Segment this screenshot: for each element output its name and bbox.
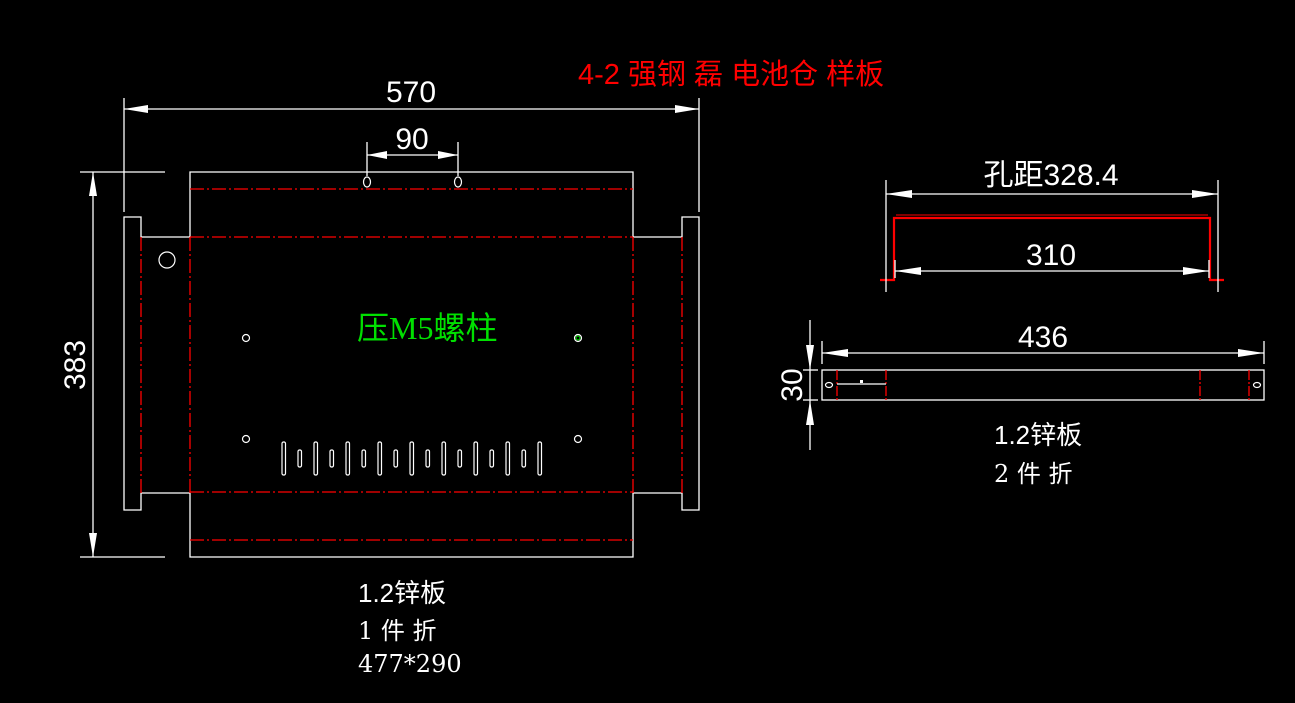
dim-383-label: 383 — [59, 340, 92, 390]
vent-slot-long — [345, 441, 351, 476]
vent-slot-short — [457, 449, 463, 468]
hole-mid-left — [241, 333, 251, 343]
vent-slot-long — [377, 441, 383, 476]
vent-slot-short — [329, 449, 335, 468]
dim-310-label: 310 — [1026, 239, 1076, 272]
vent-slot-short — [393, 449, 399, 468]
hole-large-left — [158, 251, 176, 269]
hole-mid-right — [573, 333, 583, 343]
hole-top-right — [453, 176, 463, 188]
side-quantity-label: 2 件 折 — [994, 460, 1073, 488]
strip-outline — [821, 369, 1265, 401]
strip-hole-right — [1252, 381, 1262, 389]
vent-slot-short — [521, 449, 527, 468]
side-bracket-profile: 孔距328.4 310 — [880, 159, 1224, 292]
main-quantity-label: 1 件 折 — [358, 617, 437, 645]
drawing-title: 4-2 强钢 磊 电池仓 样板 — [578, 58, 884, 91]
vent-slot-short — [425, 449, 431, 468]
vent-slot-long — [505, 441, 511, 476]
vent-slot-long — [473, 441, 479, 476]
hole-low-left — [241, 434, 251, 444]
hole-low-right — [573, 434, 583, 444]
dimension-90: 90 — [366, 123, 459, 176]
vent-slots — [281, 441, 543, 476]
vent-slot-long — [281, 441, 287, 476]
dim-436-label: 436 — [1018, 321, 1068, 354]
main-part-outline — [123, 171, 700, 558]
hole-mid-right-marker — [575, 335, 581, 341]
m5-stud-note: 压M5螺柱 — [357, 310, 497, 346]
vent-slot-long — [409, 441, 415, 476]
dim-30-label: 30 — [776, 368, 809, 401]
main-part-drawing: 压M5螺柱 — [123, 171, 700, 558]
dim-570-label: 570 — [386, 76, 436, 109]
vent-slot-short — [489, 449, 495, 468]
vent-slot-long — [441, 441, 447, 476]
vent-slot-long — [537, 441, 543, 476]
dim-90-label: 90 — [395, 123, 428, 156]
hole-top-left — [362, 176, 372, 188]
vent-slot-long — [313, 441, 319, 476]
dimension-570: 570 — [123, 76, 700, 212]
side-material-label: 1.2锌板 — [994, 420, 1082, 450]
dim-hole-pitch-label: 孔距328.4 — [983, 159, 1118, 192]
vent-slot-short — [361, 449, 367, 468]
main-material-label: 1.2锌板 — [358, 578, 446, 608]
main-blank-size-label: 477*290 — [358, 650, 462, 678]
dimension-383: 383 — [59, 171, 165, 558]
vent-slot-short — [297, 449, 303, 468]
strip-hole-left — [824, 381, 834, 389]
bracket-profile-outer — [880, 216, 1224, 282]
side-strip-flat: 436 30 — [776, 320, 1265, 450]
